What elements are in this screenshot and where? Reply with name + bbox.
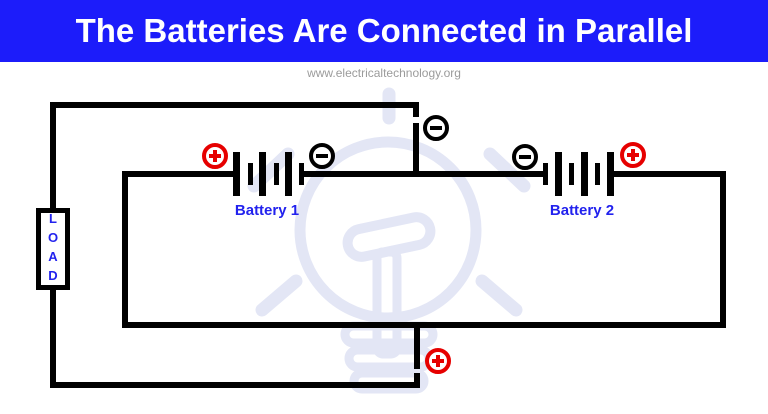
watermark-url: www.electricaltechnology.org	[307, 66, 461, 80]
battery2-plus-terminal-icon	[620, 142, 646, 168]
wire-bottom-junction	[414, 322, 420, 369]
battery1-plate-long	[285, 152, 292, 196]
parallel-minus-terminal-icon	[423, 115, 449, 141]
wire-outer-top-stub	[413, 102, 419, 117]
battery2-plate-short	[543, 163, 548, 185]
wire-outer-bottom-stub	[414, 373, 420, 388]
page-title: The Batteries Are Connected in Parallel	[75, 12, 693, 49]
load-label: LOAD	[45, 211, 61, 287]
battery2-plate-long	[555, 152, 562, 196]
header-banner: The Batteries Are Connected in Parallel	[0, 0, 768, 62]
wire-inner-top-right	[613, 171, 726, 177]
battery2-plate-long	[607, 152, 614, 196]
wire-outer-left-lower	[50, 290, 56, 388]
load-box: LOAD	[36, 208, 70, 290]
wire-outer-bottom	[50, 382, 420, 388]
wire-inner-top-middle	[301, 171, 544, 177]
battery1-plate-short	[299, 163, 304, 185]
wire-inner-left	[122, 171, 128, 328]
battery1-label: Battery 1	[234, 202, 300, 219]
battery2-plate-short	[595, 163, 600, 185]
wire-outer-left-upper	[50, 102, 56, 208]
battery1-plus-terminal-icon	[202, 143, 228, 169]
battery1-plate-short	[248, 163, 253, 185]
battery2-plate-short	[569, 163, 574, 185]
wire-top-junction	[413, 123, 419, 177]
battery2-label: Battery 2	[549, 202, 615, 219]
wire-outer-top	[50, 102, 419, 108]
battery2-minus-terminal-icon	[512, 144, 538, 170]
wire-inner-right	[720, 171, 726, 328]
battery2-plate-long	[581, 152, 588, 196]
wire-inner-bottom	[122, 322, 726, 328]
parallel-plus-terminal-icon	[425, 348, 451, 374]
battery1-plate-long	[259, 152, 266, 196]
wire-inner-top-left	[122, 171, 233, 177]
battery1-minus-terminal-icon	[309, 143, 335, 169]
battery1-plate-short	[274, 163, 279, 185]
battery1-plate-long	[233, 152, 240, 196]
